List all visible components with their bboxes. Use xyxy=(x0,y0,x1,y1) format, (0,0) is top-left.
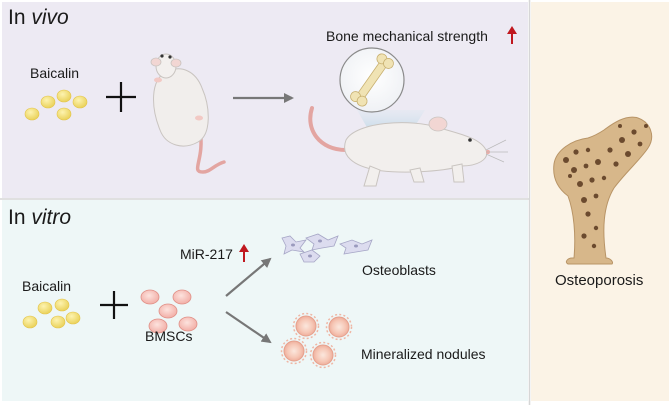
in-vivo-prefix: In xyxy=(8,6,26,29)
baicalin-pills-vitro xyxy=(22,298,81,329)
mir217-label: MiR-217 xyxy=(180,246,233,262)
red-up-arrow-icon-mir xyxy=(239,244,249,262)
mouse-top-view xyxy=(150,53,226,174)
in-vitro-prefix: In xyxy=(8,206,26,229)
in-vitro-title: In vitro xyxy=(8,206,71,230)
in-vivo-title: In vivo xyxy=(8,6,69,30)
in-vitro-panel xyxy=(2,200,528,401)
baicalin-label-vitro: Baicalin xyxy=(22,278,72,294)
bmsc-cells xyxy=(140,289,198,334)
mineralized-nodules xyxy=(280,312,353,369)
osteoblasts-label: Osteoblasts xyxy=(362,262,436,278)
in-vivo-word: vivo xyxy=(31,6,69,29)
in-vitro-word: vitro xyxy=(31,206,72,229)
rat-side-view xyxy=(308,106,508,187)
mineralized-nodules-label: Mineralized nodules xyxy=(361,346,486,362)
osteoporosis-label: Osteoporosis xyxy=(555,272,644,289)
plus-icon xyxy=(106,82,136,112)
bone-strength-label: Bone mechanical strength xyxy=(326,28,488,44)
arrow-to-osteoblasts xyxy=(225,257,272,297)
osteoblast-cells xyxy=(281,233,373,263)
osteoporotic-femur xyxy=(553,116,653,265)
arrow-to-nodules xyxy=(225,311,272,344)
baicalin-label-vivo: Baicalin xyxy=(30,65,80,81)
red-up-arrow-icon xyxy=(507,26,517,44)
bmscs-label: BMSCs xyxy=(145,328,193,344)
baicalin-pills-vivo xyxy=(24,89,88,121)
plus-icon-vitro xyxy=(100,291,128,319)
